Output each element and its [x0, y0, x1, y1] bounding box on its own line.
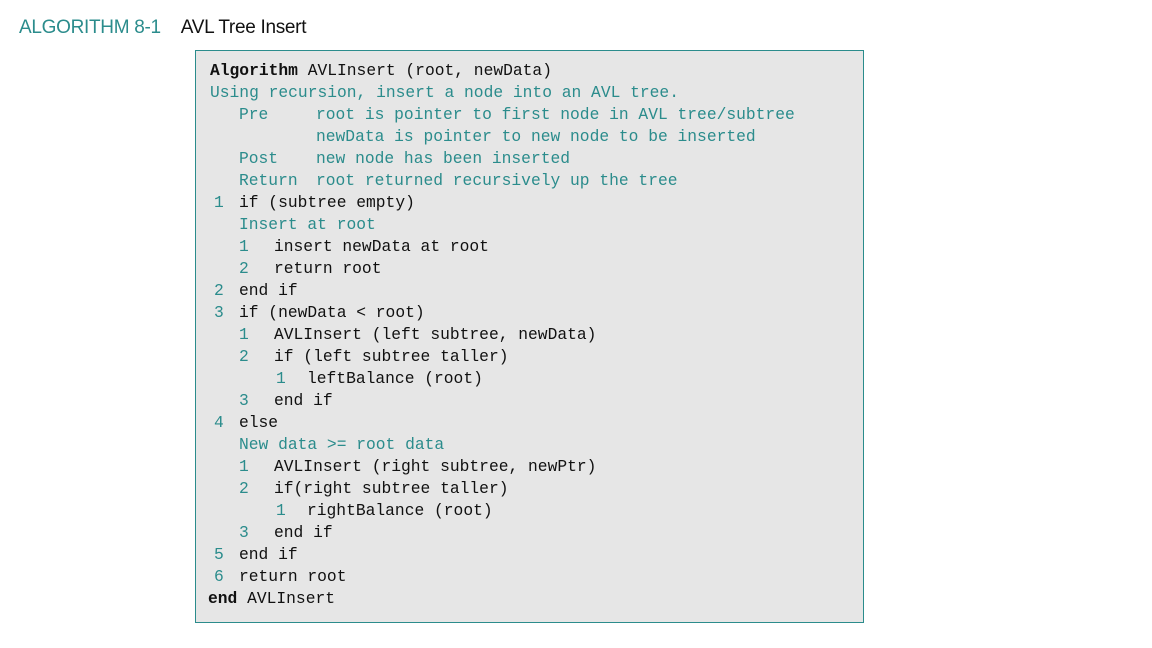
step-code: leftBalance (root): [307, 369, 483, 388]
algorithm-heading: ALGORITHM 8-1 AVL Tree Insert: [19, 17, 307, 43]
algorithm-signature: AVLInsert (root, newData): [297, 61, 552, 80]
step-number: 1: [214, 193, 224, 212]
step-code: AVLInsert (right subtree, newPtr): [274, 457, 597, 476]
algorithm-description: Using recursion, insert a node into an A…: [210, 83, 679, 102]
return-text: root returned recursively up the tree: [316, 171, 678, 190]
step-code: if(right subtree taller): [274, 479, 509, 498]
step-code: end if: [239, 281, 298, 300]
step-comment: Insert at root: [239, 215, 376, 234]
step-code: else: [239, 413, 279, 432]
step-number: 1: [239, 457, 249, 476]
algorithm-box: Algorithm AVLInsert (root, newData) Usin…: [195, 50, 864, 623]
step-number: 5: [214, 545, 224, 564]
step-number: 1: [239, 237, 249, 256]
step-comment: New data >= root data: [239, 435, 445, 454]
step-number: 2: [214, 281, 224, 300]
algorithm-footer-line: end AVLInsert: [208, 588, 335, 610]
step-number: 1: [239, 325, 249, 344]
pre-label: Pre: [239, 105, 269, 124]
step-number: 4: [214, 413, 224, 432]
step-number: 2: [239, 259, 249, 278]
step-number: 2: [239, 479, 249, 498]
algorithm-footer-name: AVLInsert: [237, 589, 336, 608]
step-code: insert newData at root: [274, 237, 489, 256]
step-code: if (newData < root): [239, 303, 425, 322]
step-number: 2: [239, 347, 249, 366]
return-label: Return: [239, 171, 298, 190]
step-number: 1: [276, 501, 286, 520]
step-code: if (left subtree taller): [274, 347, 509, 366]
step-number: 3: [239, 391, 249, 410]
step-code: end if: [274, 391, 333, 410]
step-code: return root: [239, 567, 347, 586]
step-code: if (subtree empty): [239, 193, 415, 212]
step-code: rightBalance (root): [307, 501, 493, 520]
pre-text-1: root is pointer to first node in AVL tre…: [316, 105, 795, 124]
algorithm-header-line: Algorithm AVLInsert (root, newData): [210, 60, 552, 82]
algorithm-label: ALGORITHM 8-1: [19, 17, 161, 38]
step-line: 1: [214, 192, 224, 214]
post-label: Post: [239, 149, 279, 168]
step-code: end if: [239, 545, 298, 564]
end-keyword: end: [208, 589, 238, 608]
pre-text-2: newData is pointer to new node to be ins…: [316, 127, 756, 146]
step-number: 3: [214, 303, 224, 322]
post-text: new node has been inserted: [316, 149, 571, 168]
algorithm-keyword: Algorithm: [210, 61, 298, 80]
algorithm-title: AVL Tree Insert: [180, 17, 307, 38]
step-number: 1: [276, 369, 286, 388]
step-number: 6: [214, 567, 224, 586]
step-code: AVLInsert (left subtree, newData): [274, 325, 597, 344]
step-code: return root: [274, 259, 382, 278]
step-number: 3: [239, 523, 249, 542]
step-code: end if: [274, 523, 333, 542]
